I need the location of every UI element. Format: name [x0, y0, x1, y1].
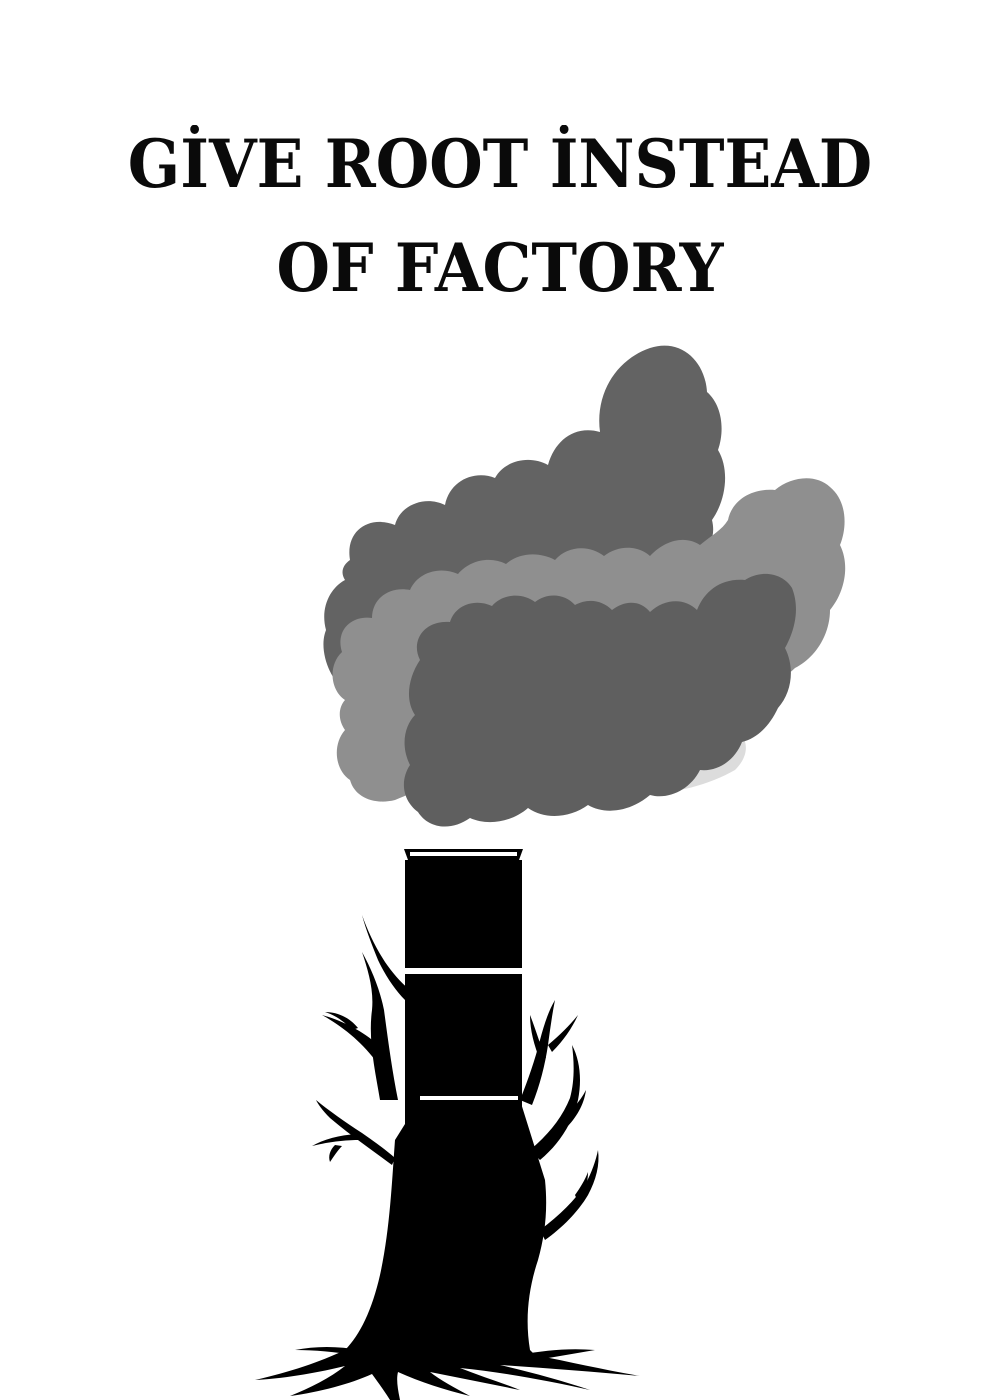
smoke-cloud-icon	[323, 345, 846, 827]
title-line-1: GİVE ROOT İNSTEAD	[127, 125, 873, 203]
tree-branch-right-mid	[530, 1045, 580, 1160]
tree-branch-right-mid-2	[560, 1090, 586, 1128]
poster-title: GİVE ROOT İNSTEAD OF FACTORY	[35, 112, 965, 320]
tree-branch-left-tall-2	[362, 952, 398, 1100]
tree-branch-left-mid	[322, 1015, 378, 1060]
tree-branch-left-low-2	[312, 1134, 362, 1146]
tree-root-right-spur	[520, 1349, 595, 1362]
chimney-band-2	[420, 1096, 518, 1102]
tree-branch-left-low	[316, 1100, 395, 1165]
tree-root-left-spur	[295, 1347, 360, 1355]
tree-branch-left-mid-2	[325, 1012, 358, 1030]
tree-branch-left-tall	[362, 915, 410, 1000]
smoke-front-cloud	[403, 573, 796, 827]
tree-branch-left-low-3	[329, 1145, 342, 1162]
tree-branch-right-low	[540, 1150, 599, 1240]
tree-branch-right-tall-2	[548, 1015, 578, 1052]
smoke-shadow	[600, 730, 746, 794]
tree-trunk	[345, 1100, 547, 1350]
dead-tree-icon	[255, 915, 640, 1400]
tree-branch-right-low-2	[575, 1172, 588, 1202]
chimney-band-1	[405, 968, 522, 974]
tree-branch-right-tall-3	[530, 1015, 546, 1060]
title-line-2: OF FACTORY	[276, 229, 724, 307]
tree-roots	[255, 1350, 640, 1400]
chimney-cap-inner	[410, 852, 517, 856]
